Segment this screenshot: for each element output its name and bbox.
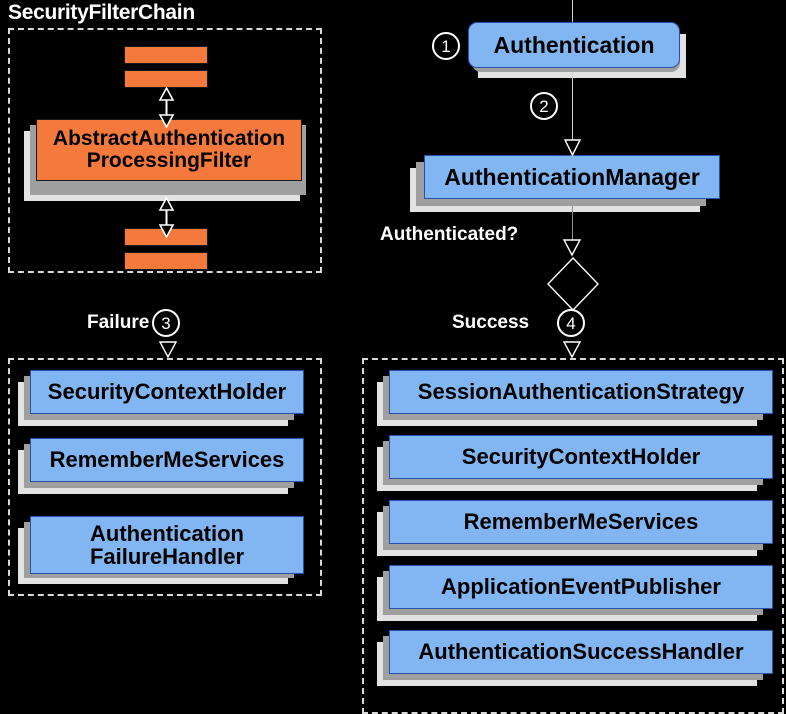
node-success-security-context-holder[interactable]: SecurityContextHolder: [389, 435, 773, 479]
step-number-3: 3: [152, 309, 180, 337]
group-box-success-handlers: [362, 358, 784, 714]
arrowhead-to-authentication-manager: [563, 139, 582, 157]
connector-manager-to-decision: [572, 199, 573, 243]
node-success-session-authentication-strategy[interactable]: SessionAuthenticationStrategy: [389, 370, 773, 414]
node-success-remember-me-services[interactable]: RememberMeServices: [389, 500, 773, 544]
node-abstract-authentication-processing-filter[interactable]: AbstractAuthentication ProcessingFilter: [36, 119, 302, 181]
node-authentication[interactable]: Authentication: [468, 22, 680, 68]
node-failure-security-context-holder[interactable]: SecurityContextHolder: [30, 370, 304, 414]
double-arrow-bottom: [158, 196, 175, 239]
node-authentication-manager[interactable]: AuthenticationManager: [424, 155, 720, 199]
connector-into-authentication: [572, 0, 573, 22]
arrowhead-success-branch: [562, 341, 582, 359]
node-line-1: Authentication: [90, 520, 244, 546]
step-number-1: 1: [432, 32, 460, 60]
arrowhead-to-decision: [562, 239, 582, 257]
step-number-4: 4: [557, 309, 585, 337]
group-box-security-filter-chain: [8, 28, 322, 273]
edge-label-success: Success: [452, 312, 530, 333]
node-success-authentication-success-handler[interactable]: AuthenticationSuccessHandler: [389, 630, 773, 674]
node-line-2: ProcessingFilter: [86, 149, 252, 172]
edge-label-failure: Failure: [87, 312, 150, 333]
node-success-application-event-publisher[interactable]: ApplicationEventPublisher: [389, 565, 773, 609]
filter-bar-4: [124, 252, 208, 270]
filter-bar-2: [124, 70, 208, 88]
step-number-2: 2: [530, 92, 558, 120]
group-title-security-filter-chain: SecurityFilterChain: [8, 1, 195, 24]
node-failure-authentication-failure-handler[interactable]: Authentication FailureHandler: [30, 516, 304, 574]
node-failure-remember-me-services[interactable]: RememberMeServices: [30, 438, 304, 482]
double-arrow-top: [158, 86, 175, 129]
group-box-failure-handlers: [8, 358, 322, 596]
node-line-2: FailureHandler: [89, 544, 245, 569]
connector-authentication-to-manager: [572, 68, 573, 146]
node-line-1: AbstractAuthentication: [52, 126, 286, 150]
edge-label-authenticated: Authenticated?: [380, 224, 519, 245]
arrowhead-failure-branch: [158, 341, 178, 359]
decision-diamond-authenticated: [547, 256, 599, 312]
filter-bar-1: [124, 46, 208, 64]
